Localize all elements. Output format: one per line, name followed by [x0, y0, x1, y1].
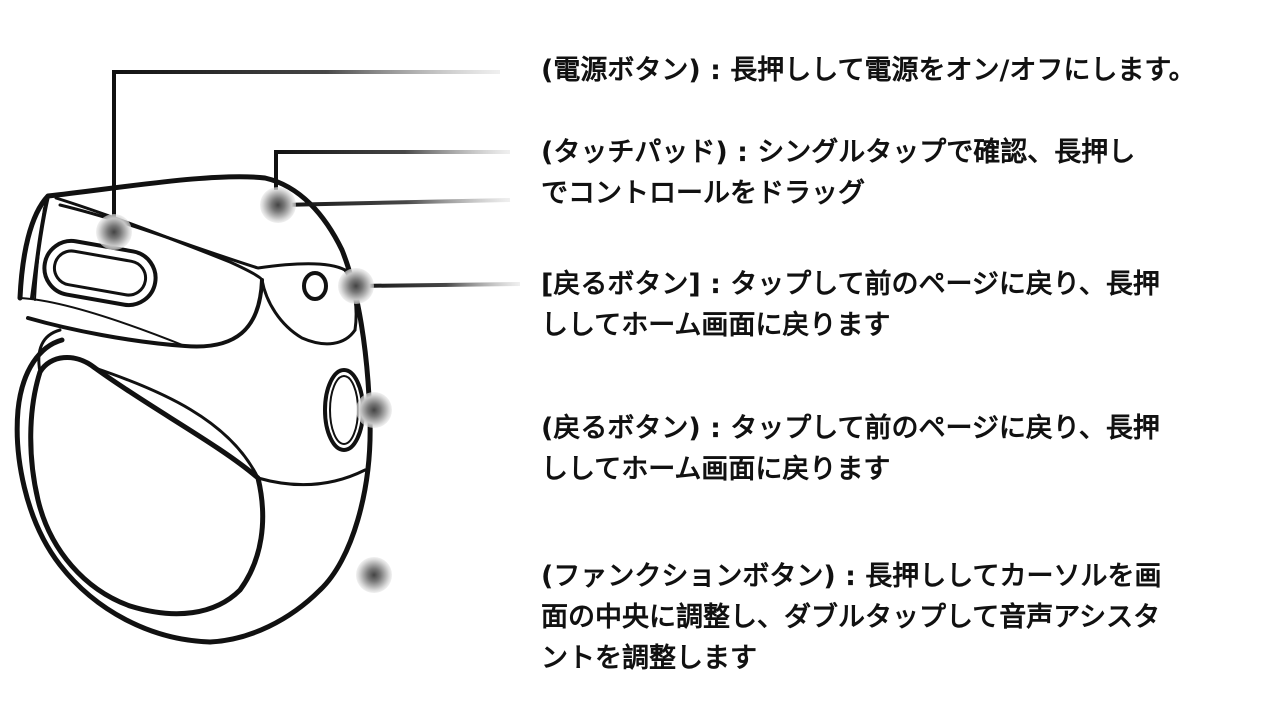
leader-back1	[355, 282, 521, 288]
ring-body	[14, 174, 373, 645]
leader-touchpad-top	[274, 150, 510, 190]
leader-power	[112, 70, 500, 232]
markers	[96, 187, 392, 593]
callout-line: でコントロールをドラッグ	[541, 178, 865, 209]
callout-back-button-2-label: (戻るボタン) : タップして前のページに戻り、長押 ししてホーム画面に戻ります	[541, 408, 1160, 490]
leader-touchpad	[279, 198, 511, 207]
callout-line: ししてホーム画面に戻ります	[541, 310, 891, 341]
callout-touchpad-label: (タッチパッド) : シングルタップで確認、長押し でコントロールをドラッグ	[541, 132, 1135, 214]
callout-line: [戻るボタン] : タップして前のページに戻り、長押	[541, 269, 1160, 300]
callout-line: ントを調整します	[541, 643, 757, 674]
marker-back2	[356, 392, 392, 428]
callout-line: (電源ボタン) : 長押しして電源をオン/オフにします。	[541, 55, 1196, 86]
marker-power	[96, 214, 132, 250]
marker-touchpad	[260, 187, 296, 223]
callout-line: (ファンクションボタン) : 長押ししてカーソルを画	[541, 561, 1162, 592]
marker-function	[356, 557, 392, 593]
callout-line: ししてホーム画面に戻ります	[541, 454, 891, 485]
callout-back-button-1-label: [戻るボタン] : タップして前のページに戻り、長押 ししてホーム画面に戻ります	[541, 264, 1160, 346]
marker-back1	[338, 268, 374, 304]
callout-line: 面の中央に調整し、ダブルタップして音声アシスタ	[541, 602, 1161, 633]
callout-line: (タッチパッド) : シングルタップで確認、長押し	[541, 137, 1136, 168]
callout-function-button-label: (ファンクションボタン) : 長押ししてカーソルを画 面の中央に調整し、ダブルタ…	[541, 556, 1161, 679]
callout-power-label: (電源ボタン) : 長押しして電源をオン/オフにします。	[541, 50, 1196, 91]
callout-line: (戻るボタン) : タップして前のページに戻り、長押	[541, 413, 1160, 444]
leader-lines	[112, 70, 521, 577]
